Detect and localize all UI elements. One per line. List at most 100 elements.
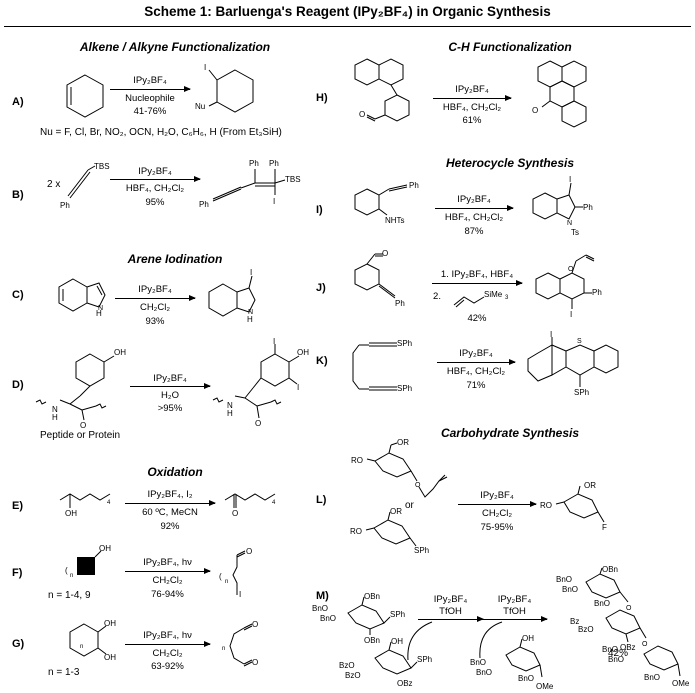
indole-structure: H N [58, 278, 106, 318]
section-alkene: Alkene / Alkyne Functionalization [79, 40, 271, 54]
yield-c: 93% [145, 316, 165, 327]
svg-text:n: n [70, 573, 73, 579]
label-j: J) [316, 282, 326, 294]
condition-c1: CH₂Cl₂ [139, 302, 171, 313]
yield-l: 75-95% [480, 522, 514, 533]
polycyclic-ketone-product: O [532, 60, 587, 128]
svg-text:I: I [550, 330, 552, 339]
dialdehyde-product: O O n [222, 620, 258, 667]
condition-h1: HBF₄, CH₂Cl₂ [442, 102, 502, 113]
yield-h: 61% [462, 115, 482, 126]
curved-arrow-m1 [407, 621, 433, 661]
svg-text:BnO: BnO [476, 668, 492, 677]
condition-e1: 60 ºC, MeCN [142, 507, 198, 518]
arrow-m2 [482, 616, 548, 622]
svg-text:H: H [227, 409, 233, 418]
note-a: Nu = F, Cl, Br, NO₂, OCN, H₂O, C₆H₆, H (… [40, 127, 282, 138]
svg-text:TBS: TBS [285, 175, 301, 184]
condition-f1: CH₂Cl₂ [152, 575, 183, 586]
svg-text:BnO: BnO [518, 674, 534, 683]
condition-i1: HBF₄, CH₂Cl₂ [444, 212, 504, 223]
section-heterocycle: Heterocycle Synthesis [445, 156, 575, 170]
section-ch: C-H Functionalization [448, 40, 572, 54]
svg-text:OR: OR [397, 438, 409, 447]
arrow-f [125, 568, 211, 574]
enyne-product: Ph Ph TBS I Ph [199, 159, 301, 209]
svg-text:OH: OH [99, 544, 111, 553]
svg-text:BnO: BnO [556, 575, 572, 584]
label-f: F) [12, 567, 23, 579]
section-arene: Arene Iodination [127, 252, 223, 266]
svg-text:H: H [52, 413, 58, 422]
allylsilane-structure: SiMe 3 [453, 290, 509, 308]
svg-text:4: 4 [272, 500, 276, 506]
svg-text:O: O [252, 658, 258, 667]
svg-text:SPh: SPh [397, 384, 412, 393]
multiplier-b: 2 x [47, 179, 61, 190]
thiophenyl-glucoside-structure: OBn BnO BnO SPh OBn [312, 592, 405, 645]
svg-text:OH: OH [522, 634, 534, 643]
reagent-i: IPy₂BF₄ [457, 194, 491, 205]
svg-text:3: 3 [505, 295, 509, 301]
svg-text:OBz: OBz [620, 643, 636, 652]
svg-text:N: N [227, 401, 233, 410]
condition-k1: HBF₄, CH₂Cl₂ [446, 366, 506, 377]
yield-b: 95% [145, 197, 165, 208]
arrow-e [125, 500, 216, 506]
svg-text:O: O [232, 509, 238, 518]
svg-text:O: O [626, 605, 632, 612]
reagent-c: IPy₂BF₄ [138, 284, 172, 295]
svg-text:Ph: Ph [583, 203, 593, 212]
thiochromene-product: I S SPh [527, 330, 619, 397]
svg-text:N: N [52, 405, 58, 414]
svg-text:OBn: OBn [364, 636, 380, 645]
svg-text:BzO: BzO [578, 625, 594, 634]
condition-g1: CH₂Cl₂ [152, 648, 183, 659]
arrow-k [437, 359, 516, 365]
svg-text:BnO: BnO [602, 645, 618, 654]
svg-text:Ph: Ph [60, 201, 70, 210]
yield-j: 42% [467, 313, 487, 324]
section-oxidation: Oxidation [147, 465, 203, 479]
svg-text:Ph: Ph [199, 200, 209, 209]
svg-text:n: n [80, 644, 83, 650]
note-d: Peptide or Protein [40, 430, 121, 441]
svg-text:SPh: SPh [574, 388, 589, 397]
pentenyl-glycoside-structure: OR RO O [351, 438, 448, 498]
glycosyl-fluoride-product: OR RO F [540, 481, 607, 532]
reagent-a: IPy₂BF₄ [133, 75, 167, 86]
scheme-title: Scheme 1: Barluenga's Reagent (IPy₂BF₄) … [144, 4, 551, 19]
label-l: L) [316, 494, 327, 506]
svg-text:I: I [273, 197, 275, 206]
arrow-d [130, 383, 211, 389]
arrow-a [110, 86, 191, 92]
naphthyl-benzaldehyde-structure: O [354, 58, 410, 122]
svg-text:O: O [642, 641, 648, 648]
reagent-k: IPy₂BF₄ [459, 348, 493, 359]
label-g: G) [12, 638, 25, 650]
svg-text:O: O [80, 421, 86, 430]
svg-text:Ph: Ph [592, 288, 602, 297]
arrow-l [458, 501, 537, 507]
label-i: I) [316, 204, 323, 216]
svg-text:O: O [568, 266, 574, 273]
yield-e: 92% [160, 521, 180, 532]
thioglycoside-structure: OR RO SPh [350, 507, 429, 555]
svg-text:BnO: BnO [312, 604, 328, 613]
condition-l1: CH₂Cl₂ [481, 508, 513, 519]
label-c: C) [12, 289, 24, 301]
svg-text:BnO: BnO [608, 655, 624, 664]
benzoyl-thioglycoside-structure: OH BzO BzO SPh OBz [339, 637, 432, 688]
svg-text:OH: OH [65, 509, 77, 518]
svg-text:BnO: BnO [644, 673, 660, 682]
svg-text:SPh: SPh [390, 610, 405, 619]
reagent-g: IPy₂BF₄, hν [143, 630, 192, 641]
svg-text:BnO: BnO [594, 599, 610, 608]
label-k: K) [316, 355, 328, 367]
alkyne-tbs-structure: TBS Ph [60, 162, 110, 210]
yield-a: 41-76% [133, 106, 167, 117]
reagent-f: IPy₂BF₄, hν [143, 557, 192, 568]
svg-text:OBn: OBn [364, 592, 380, 601]
svg-text:I: I [204, 63, 206, 72]
label-h: H) [316, 92, 328, 104]
